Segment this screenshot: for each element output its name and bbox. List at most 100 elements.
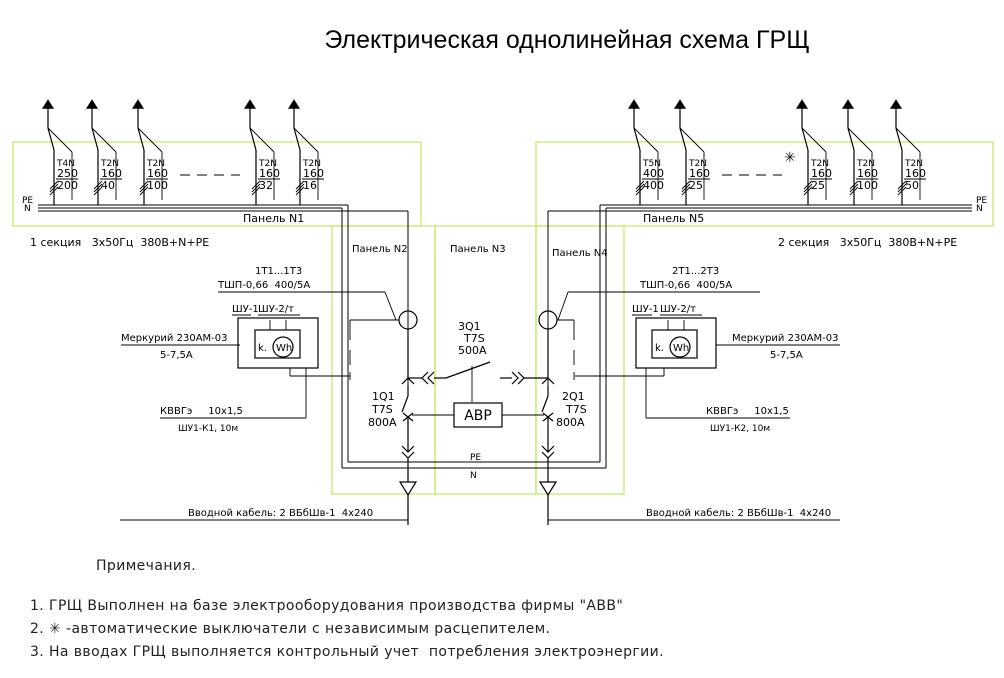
bottom-n-label: N bbox=[470, 471, 477, 481]
shu1-right-label: ШУ-1 bbox=[632, 304, 659, 315]
feeder-rated: 160 bbox=[147, 167, 168, 180]
cable-right-id: ШУ1-К2, 10м bbox=[710, 424, 770, 434]
feeder-rated: 160 bbox=[811, 167, 832, 180]
feeder-type: T4N bbox=[56, 159, 75, 169]
panel-5-outline bbox=[535, 141, 994, 227]
breaker-3q1-rating: 500А bbox=[458, 344, 487, 357]
meter-left-dial bbox=[272, 336, 294, 358]
ct-right-spec: ТШП-0,66 400/5А bbox=[639, 280, 732, 291]
input-cable-left-label: Вводной кабель: 2 ВБбШв-1 4х240 bbox=[188, 508, 373, 519]
avr-controller: АВР bbox=[412, 402, 544, 428]
feeder-setting: 50 bbox=[905, 179, 919, 192]
feeder-setting: 400 bbox=[643, 179, 664, 192]
independent-trip-star-icon: ✳ bbox=[784, 150, 796, 166]
shu2-right-label: ШУ-2/т bbox=[660, 304, 696, 315]
feeder-setting: 100 bbox=[147, 179, 168, 192]
meter-left-wh: Wh bbox=[276, 343, 292, 354]
meter-left bbox=[254, 329, 301, 359]
panel-2-label: Панель N2 bbox=[352, 244, 408, 255]
feeder-setting: 25 bbox=[811, 179, 825, 192]
feeder-rated: 400 bbox=[643, 167, 664, 180]
feeder-type: T2N bbox=[258, 159, 277, 169]
avr-label: АВР bbox=[464, 408, 492, 424]
breaker-1q1-type: T7S bbox=[371, 403, 393, 416]
input-cables: Вводной кабель: 2 ВБбШв-1 4х240 Вводной … bbox=[120, 508, 840, 521]
feeder-type: T5N bbox=[642, 159, 661, 169]
feeder-setting: 100 bbox=[857, 179, 878, 192]
breaker-1q1-rating: 800А bbox=[368, 416, 397, 429]
feeders-right: T5N400400T2N16025T2N16025✳T2N160100T2N16… bbox=[628, 99, 926, 205]
feeder-setting: 25 bbox=[689, 179, 703, 192]
left-metering: 1Т1...1Т3 ТШП-0,66 400/5А ШУ-1 ШУ-2/т k.… bbox=[121, 266, 418, 434]
breaker-3q1: 3Q1 T7S 500А bbox=[408, 320, 548, 402]
cable-left-spec: КВВГэ 10х1,5 bbox=[160, 406, 243, 417]
feeder-type: T2N bbox=[688, 159, 707, 169]
breaker-3q1-name: 3Q1 bbox=[458, 320, 481, 333]
cable-right-spec: КВВГэ 10х1,5 bbox=[706, 406, 789, 417]
breaker-2q1-rating: 800А bbox=[556, 416, 585, 429]
panel-2-outline bbox=[331, 225, 436, 495]
meter-left-current: 5-7,5А bbox=[160, 350, 193, 361]
meter-cabinet-right bbox=[635, 317, 717, 369]
meter-right-k: k. bbox=[655, 343, 664, 354]
panel-1-label: Панель N1 bbox=[243, 212, 304, 225]
meter-right-current: 5-7,5А bbox=[770, 350, 803, 361]
bus-pe-label-left: PE bbox=[22, 196, 33, 206]
ct-right-name: 2Т1...2Т3 bbox=[672, 266, 719, 277]
panel-4-label: Панель N4 bbox=[552, 248, 608, 259]
input-cable-right-label: Вводной кабель: 2 ВБбШв-1 4х240 bbox=[646, 508, 831, 519]
feeder-rated: 160 bbox=[905, 167, 926, 180]
shu2-left-label: ШУ-2/т bbox=[258, 304, 294, 315]
diagram-title: Электрическая однолинейная схема ГРЩ bbox=[324, 26, 809, 54]
feeder-rated: 160 bbox=[303, 167, 324, 180]
breaker-3q1-type: T7S bbox=[463, 332, 485, 345]
feeders-left: T4N250200T2N16040T2N160100T2N16032T2N160… bbox=[42, 99, 324, 205]
meter-left-k: k. bbox=[258, 343, 267, 354]
feeder-rated: 160 bbox=[101, 167, 122, 180]
breaker-1q1: 1Q1 T7S 800А bbox=[368, 329, 418, 525]
feeder-type: T2N bbox=[302, 159, 321, 169]
feeder-setting: 32 bbox=[259, 179, 273, 192]
feeder-type: T2N bbox=[856, 159, 875, 169]
right-metering: 2Т1...2Т3 ТШП-0,66 400/5А ШУ-1 ШУ-2/т k.… bbox=[538, 266, 840, 434]
breaker-1q1-name: 1Q1 bbox=[372, 390, 395, 403]
bottom-pe-n-buses: PE N bbox=[342, 453, 606, 481]
ct-left-name: 1Т1...1Т3 bbox=[255, 266, 302, 277]
bus-n-label-left: N bbox=[24, 204, 31, 214]
cable-left-id: ШУ1-К1, 10м bbox=[178, 424, 238, 434]
panel-4-outline bbox=[535, 225, 625, 495]
breaker-2q1-type: T7S bbox=[565, 403, 587, 416]
breaker-2q1: 2Q1 T7S 800А bbox=[538, 329, 587, 525]
feeder-rated: 160 bbox=[259, 167, 280, 180]
meter-right-dial bbox=[669, 336, 691, 358]
panel-3-label: Панель N3 bbox=[450, 244, 506, 255]
left-busbars: PE N bbox=[22, 196, 409, 468]
ct-left-spec: ТШП-0,66 400/5А bbox=[217, 280, 310, 291]
meter-cabinet-left bbox=[237, 317, 319, 369]
panel-1-outline bbox=[12, 141, 422, 227]
feeder-setting: 16 bbox=[303, 179, 317, 192]
meter-right bbox=[651, 329, 698, 359]
breaker-2q1-name: 2Q1 bbox=[562, 390, 585, 403]
bottom-pe-label: PE bbox=[470, 453, 481, 463]
panel-3-outline bbox=[434, 225, 537, 495]
note-2: 2. ✳ -автоматические выключатели с незав… bbox=[30, 621, 550, 637]
meter-left-model: Меркурий 230АМ-03 bbox=[121, 333, 228, 344]
meter-right-model: Меркурий 230АМ-03 bbox=[732, 333, 839, 344]
section-1-label: 1 секция 3x50Гц 380В+N+PE bbox=[30, 236, 209, 249]
panel-5-label: Панель N5 bbox=[643, 212, 704, 225]
feeder-type: T2N bbox=[146, 159, 165, 169]
feeder-setting: 200 bbox=[57, 179, 78, 192]
section-2-label: 2 секция 3x50Гц 380В+N+PE bbox=[778, 236, 957, 249]
